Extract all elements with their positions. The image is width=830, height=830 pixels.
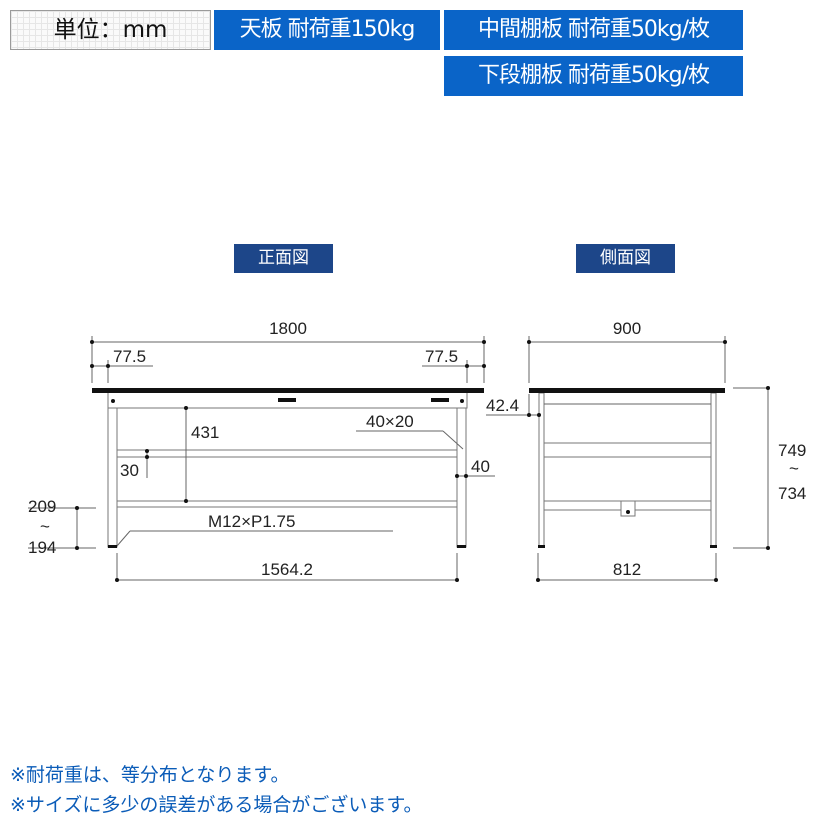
dim-shelf-height: 431 — [191, 423, 219, 442]
dim-pipe-size: 40×20 — [366, 412, 414, 431]
dim-overhang-right: 77.5 — [425, 347, 458, 366]
front-tabletop — [92, 388, 484, 393]
dim-height-max: 749 — [778, 441, 806, 460]
dim-depth-total: 900 — [613, 319, 641, 338]
dim-adjuster-high: 209 — [28, 497, 56, 516]
dim-height-tilde: ~ — [789, 459, 799, 478]
dim-inner-depth: 812 — [613, 560, 641, 579]
dim-shelf-thickness: 30 — [120, 461, 139, 480]
side-dim-dots — [527, 340, 770, 582]
note-load: ※耐荷重は、等分布となります。 — [10, 764, 290, 786]
side-tabletop — [529, 388, 725, 393]
dim-height-min: 734 — [778, 484, 806, 503]
middle-shelf-load-badge: 中間棚板 耐荷重50kg/枚 — [444, 10, 743, 50]
side-view-title: 側面図 — [576, 244, 675, 273]
dim-overhang-left: 77.5 — [113, 347, 146, 366]
dim-adjuster-low: 194 — [28, 538, 56, 557]
front-dim-dots — [75, 340, 486, 582]
dim-width-total: 1800 — [269, 319, 307, 338]
bottom-shelf-load-badge: 下段棚板 耐荷重50kg/枚 — [444, 56, 743, 96]
bolt-spec: M12×P1.75 — [208, 512, 295, 531]
top-plate-load-badge: 天板 耐荷重150kg — [214, 10, 440, 50]
unit-label: 単位：mm — [10, 10, 211, 50]
front-view-drawing — [28, 336, 495, 581]
note-tolerance: ※サイズに多少の誤差がある場合がございます。 — [10, 794, 423, 816]
dim-adjuster-tilde: ~ — [40, 517, 50, 536]
dim-apron: 42.4 — [486, 396, 519, 415]
front-view-title: 正面図 — [234, 244, 333, 273]
dim-inner-width: 1564.2 — [261, 560, 313, 579]
dim-leg-width: 40 — [471, 457, 490, 476]
side-view-drawing — [486, 336, 769, 581]
